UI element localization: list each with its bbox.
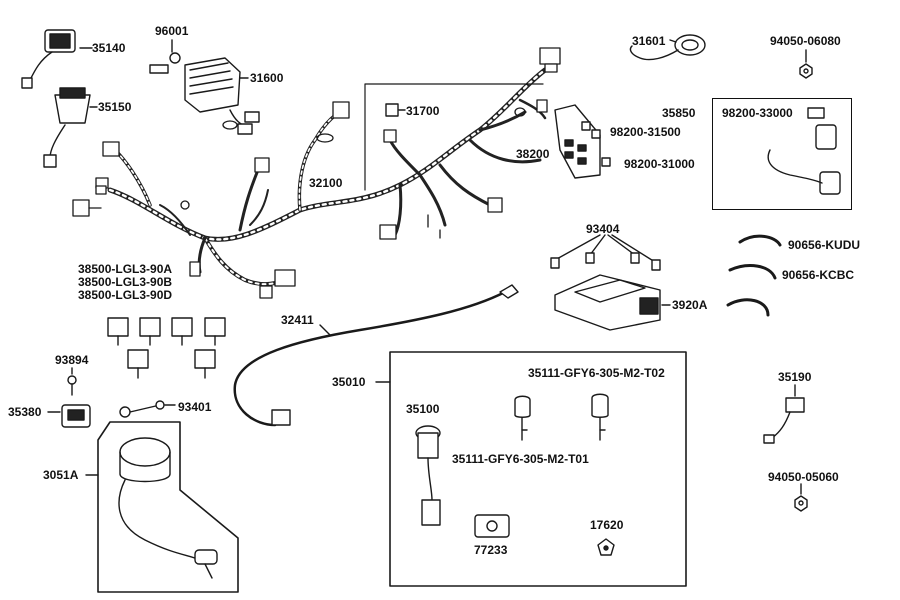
part-94050-06080-nut	[799, 49, 813, 79]
part-93404-bolts	[550, 234, 661, 271]
part-31700	[385, 103, 406, 117]
part-35850-starter-relay	[767, 107, 841, 195]
part-35010-key-set	[375, 351, 687, 587]
callout-38500-a: 38500-LGL3-90A	[78, 262, 173, 276]
harness-connectors	[72, 47, 561, 299]
callout-31601: 31601	[632, 34, 666, 48]
part-38500-relays	[107, 317, 226, 379]
callout-32100: 32100	[309, 176, 343, 190]
callout-35100: 35100	[406, 402, 440, 416]
callout-77233: 77233	[474, 543, 508, 557]
callout-31700: 31700	[406, 104, 440, 118]
callout-35190: 35190	[778, 370, 812, 384]
callout-3051a: 3051A	[43, 468, 79, 482]
callout-94050-05060: 94050-05060	[768, 470, 839, 484]
part-31600-regulator	[184, 57, 260, 135]
callout-38200: 38200	[516, 147, 550, 161]
callout-98200-31000: 98200-31000	[624, 157, 695, 171]
callout-93404: 93404	[586, 222, 620, 236]
part-35190-switch	[763, 384, 805, 444]
callout-31600: 31600	[250, 71, 284, 85]
part-93894-screw	[67, 367, 77, 396]
callout-93894: 93894	[55, 353, 89, 367]
callout-38500-b: 38500-LGL3-90B	[78, 275, 173, 289]
callout-17620: 17620	[590, 518, 624, 532]
part-96001-bolt	[149, 39, 181, 74]
part-35380-sensor	[47, 404, 91, 428]
callout-90656-kudu: 90656-KUDU	[788, 238, 861, 252]
part-93401-bolt	[119, 400, 176, 418]
callout-35380: 35380	[8, 405, 42, 419]
harness-branch-frame	[364, 83, 544, 191]
part-94050-05060-nut	[794, 483, 808, 512]
part-35140-switch	[21, 29, 93, 89]
callout-35111-t02: 35111-GFY6-305-M2-T02	[528, 366, 665, 380]
part-31601-ignition-switch	[629, 34, 706, 61]
callout-35850: 35850	[662, 106, 696, 120]
part-3051a-ignition-coil	[85, 421, 239, 593]
callout-35010: 35010	[332, 375, 366, 389]
part-35850-frame	[712, 98, 852, 210]
callout-98200-33000: 98200-33000	[722, 106, 793, 120]
callout-35140: 35140	[92, 41, 126, 55]
part-32411-ground-cable	[233, 284, 519, 427]
callout-96001: 96001	[155, 24, 189, 38]
callout-35150: 35150	[98, 100, 132, 114]
callout-90656-kcbc: 90656-KCBC	[782, 268, 855, 282]
callout-98200-31500: 98200-31500	[610, 125, 681, 139]
part-38200-fuse-box	[554, 104, 611, 179]
part-90656-clamps	[726, 234, 782, 317]
callout-38500-d: 38500-LGL3-90D	[78, 288, 173, 302]
callout-94050-06080: 94050-06080	[770, 34, 841, 48]
callout-35111-t01: 35111-GFY6-305-M2-T01	[452, 452, 589, 466]
callout-93401: 93401	[178, 400, 212, 414]
callout-3920a: 3920A	[672, 298, 708, 312]
part-35150-relay	[43, 87, 98, 168]
part-3920a-ecu	[554, 274, 671, 331]
callout-32411: 32411	[281, 313, 314, 327]
